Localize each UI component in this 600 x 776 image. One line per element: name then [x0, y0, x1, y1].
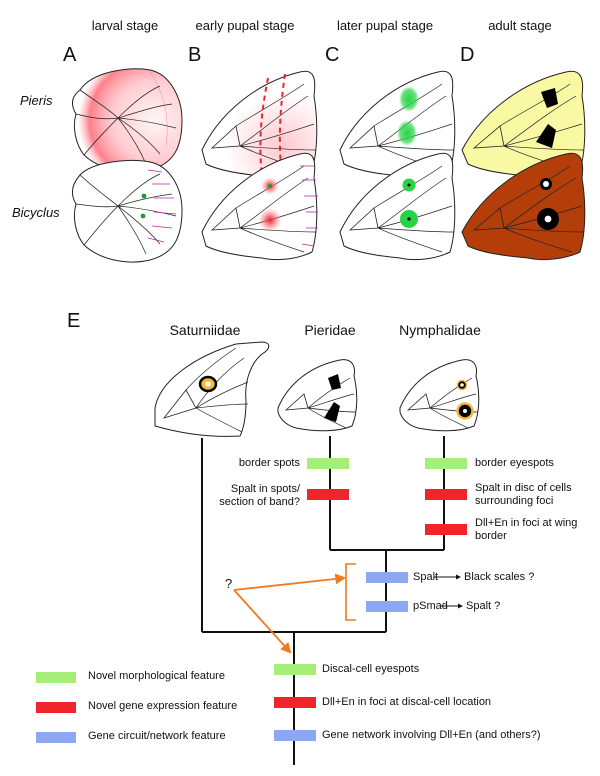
label-border-spots: border spots	[238, 457, 300, 469]
family-label-saturniidae: Saturniidae	[169, 322, 241, 338]
stage-label-adult: adult stage	[488, 18, 552, 33]
orange-bracket	[345, 563, 356, 621]
wing-saturniidae	[154, 341, 270, 437]
panel-label-d: D	[460, 44, 475, 66]
wing-pieris-larval	[72, 68, 183, 173]
panel-label-a: A	[63, 44, 77, 66]
legend-swatch-gene-expression	[36, 702, 76, 713]
wing-nymphalidae	[399, 359, 480, 432]
wing-pieris-later-pupal	[339, 70, 456, 179]
stage-label-larval: larval stage	[91, 18, 159, 33]
wing-bicyclus-adult	[461, 152, 586, 261]
bar-nymphalidae-dll-en	[425, 524, 467, 535]
label-psmad: pSmad	[413, 600, 448, 612]
bar-nymphalidae-spalt-disc	[425, 489, 467, 500]
family-label-nymphalidae: Nymphalidae	[399, 322, 481, 338]
question-mark: ?	[225, 576, 233, 591]
bar-pieridae-border-spots	[307, 458, 349, 469]
panel-label-b: B	[188, 44, 202, 66]
bar-root-discal-eyespots	[274, 664, 316, 675]
bar-nymphalidae-border-eyespots	[425, 458, 467, 469]
label-discal-eyespots: Discal-cell eyespots	[322, 663, 420, 675]
stage-label-later-pupal: later pupal stage	[336, 18, 434, 33]
wing-bicyclus-later-pupal	[339, 152, 456, 261]
wing-pieridae	[277, 359, 358, 432]
arrow-to-bracket	[233, 573, 347, 591]
bar-pieridae-spalt	[307, 489, 349, 500]
label-border-eyespots: border eyespots	[475, 457, 554, 469]
stage-label-early-pupal: early pupal stage	[195, 18, 295, 33]
bar-shared-psmad	[366, 601, 408, 612]
wing-bicyclus-early-pupal	[201, 152, 318, 261]
label-spalt-disc: Spalt in disc of cells surrounding foci	[475, 482, 572, 507]
label-spalt: Spalt	[413, 571, 439, 583]
legend-label-morphological: Novel morphological feature	[88, 670, 225, 682]
species-label-pieris: Pieris	[20, 93, 53, 108]
label-spalt-question: Spalt ?	[466, 600, 501, 612]
label-spalt-spots: Spalt in spots/ section of band?	[219, 483, 300, 508]
wing-bicyclus-larval	[72, 160, 183, 263]
label-dll-en-border: Dll+En in foci at wing border	[475, 517, 578, 542]
bar-shared-spalt	[366, 572, 408, 583]
label-dll-en-discal: Dll+En in foci at discal-cell location	[322, 696, 492, 708]
panel-label-c: C	[325, 44, 340, 66]
arrow-to-root	[233, 589, 292, 654]
panel-label-e: E	[67, 310, 81, 332]
legend-label-network: Gene circuit/network feature	[88, 730, 226, 742]
bar-root-gene-network	[274, 730, 316, 741]
legend-swatch-network	[36, 732, 76, 743]
bar-root-dll-en	[274, 697, 316, 708]
species-label-bicyclus: Bicyclus	[12, 205, 60, 220]
family-label-pieridae: Pieridae	[304, 322, 356, 338]
label-gene-network: Gene network involving Dll+En (and other…	[322, 729, 541, 741]
wing-pieris-adult	[461, 70, 586, 179]
legend-swatch-morphological	[36, 672, 76, 683]
label-black-scales: Black scales ?	[464, 571, 535, 583]
legend-label-gene-expression: Novel gene expression feature	[88, 700, 238, 712]
